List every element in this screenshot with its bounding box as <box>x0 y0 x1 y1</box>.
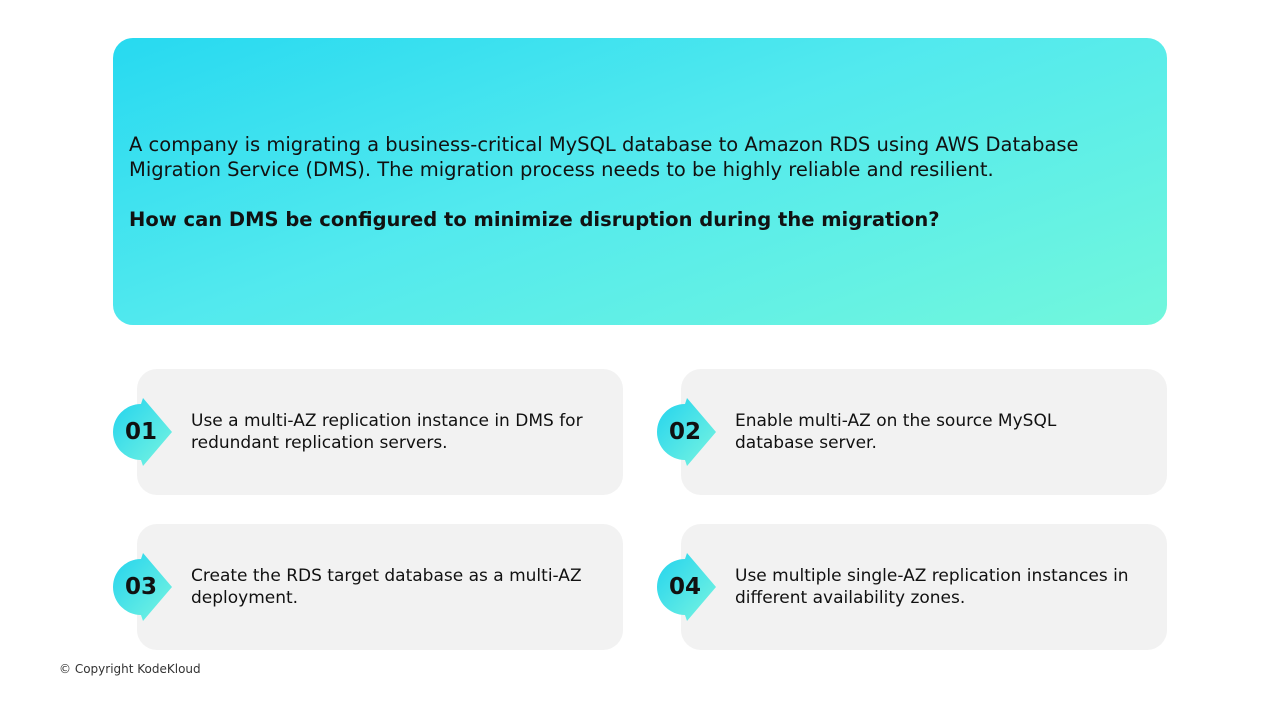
option-badge-1: 01 <box>113 394 175 470</box>
option-badge-4: 04 <box>657 549 719 625</box>
question-panel <box>113 38 1167 325</box>
question-prompt: How can DMS be configured to minimize di… <box>129 208 940 231</box>
copyright: © Copyright KodeKloud <box>59 662 201 676</box>
arrow-badge-icon <box>113 553 172 621</box>
option-text-1: Use a multi-AZ replication instance in D… <box>191 411 583 453</box>
option-text-3: Create the RDS target database as a mult… <box>191 566 582 608</box>
option-number: 03 <box>124 574 157 600</box>
question-text: A company is migrating a business-critic… <box>129 133 1079 181</box>
option-text-2: Enable multi-AZ on the source MySQL data… <box>735 411 1057 453</box>
option-card-4[interactable] <box>681 524 1167 650</box>
option-card-1[interactable] <box>137 369 623 495</box>
option-card-3[interactable] <box>137 524 623 650</box>
arrow-badge-icon <box>657 398 716 466</box>
option-number: 02 <box>668 419 701 445</box>
option-number: 04 <box>668 574 701 600</box>
arrow-badge-icon <box>657 553 716 621</box>
arrow-badge-icon <box>113 398 172 466</box>
option-badge-2: 02 <box>657 394 719 470</box>
option-text-4: Use multiple single-AZ replication insta… <box>735 566 1129 608</box>
option-card-2[interactable] <box>681 369 1167 495</box>
option-badge-3: 03 <box>113 549 175 625</box>
option-number: 01 <box>124 419 157 445</box>
